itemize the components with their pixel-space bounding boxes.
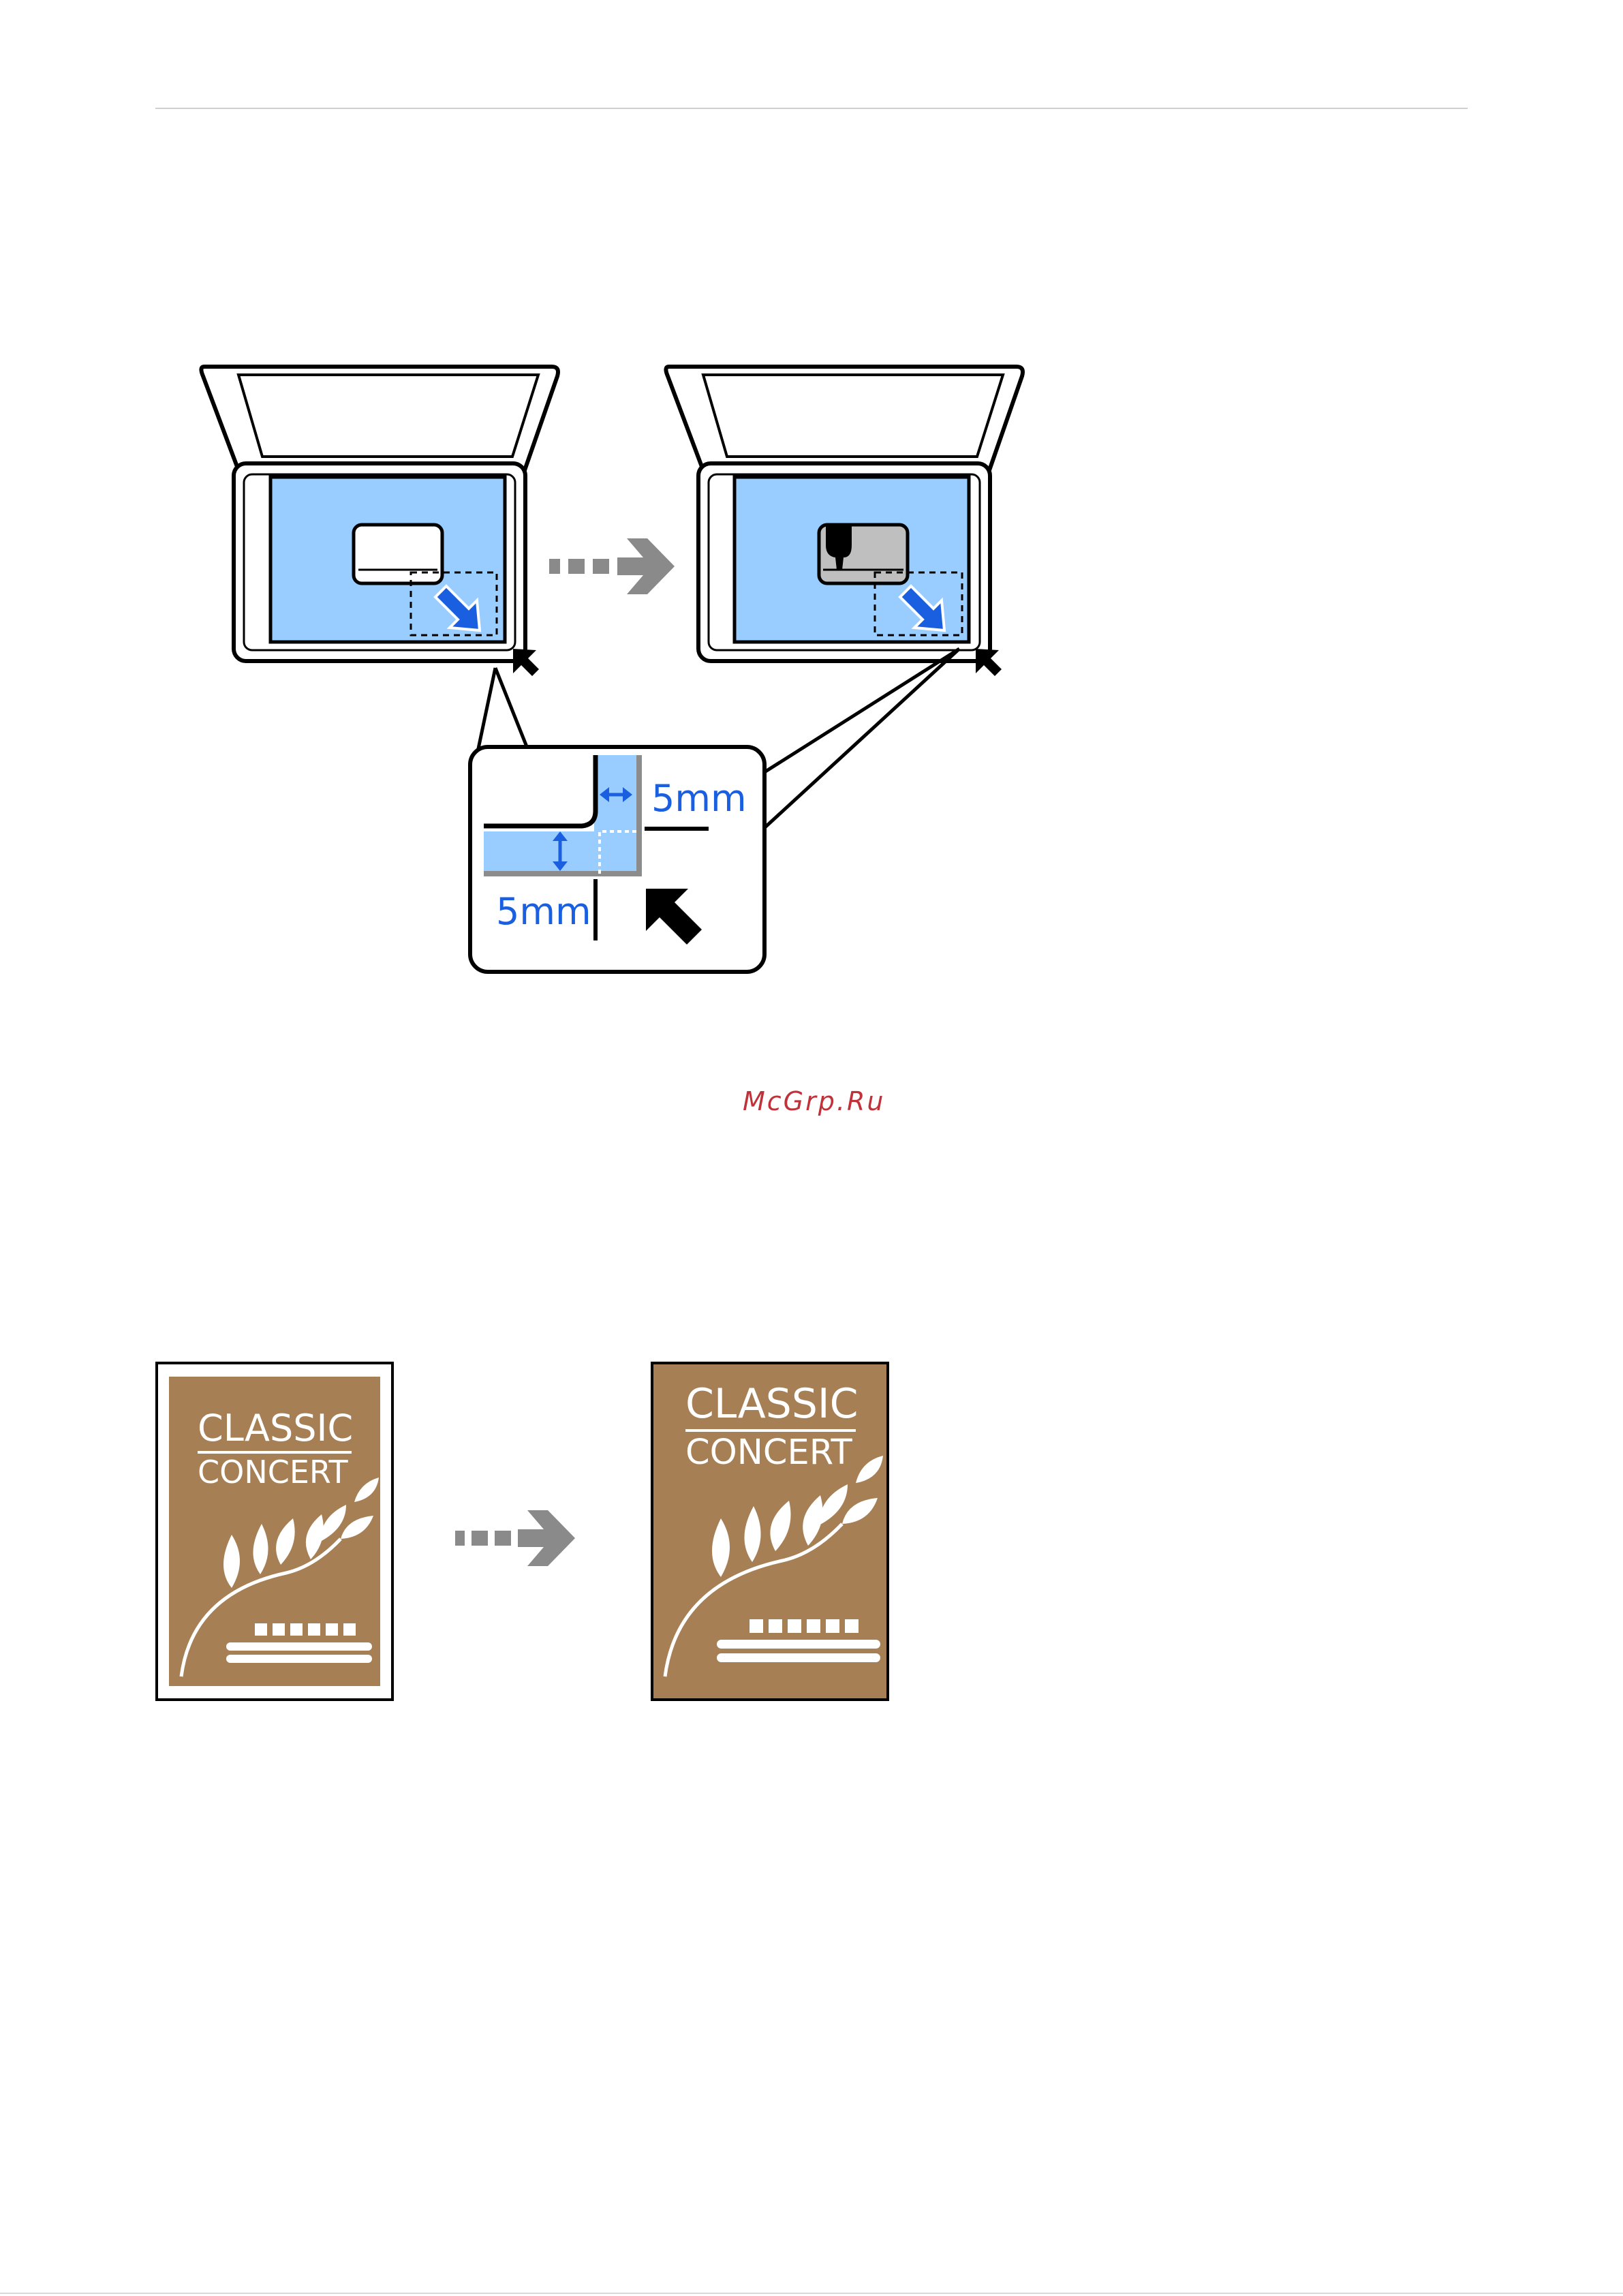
corner-mark-arrow-icon [976, 649, 1002, 676]
margin-label-horizontal: 5mm [651, 777, 747, 820]
dashed-arrow-icon [549, 538, 675, 594]
footer-rule [0, 2293, 1623, 2294]
scanner-right [666, 367, 1023, 676]
id-card-front [354, 525, 442, 583]
scanner-left-lid [201, 367, 558, 470]
poster-title-line2: CONCERT [685, 1433, 852, 1473]
poster-title-line1: CLASSIC [685, 1380, 859, 1428]
poster-title-line2: CONCERT [198, 1454, 349, 1490]
poster-borderless: CLASSIC CONCERT [652, 1363, 888, 1700]
scanner-left [201, 367, 558, 676]
scanner-placement-figure: 5mm 5mm [0, 341, 1623, 995]
margin-label-vertical: 5mm [496, 890, 591, 933]
watermark: McGrp.Ru [743, 1086, 906, 1116]
corner-mark-arrow-icon [513, 649, 539, 676]
header-rule [155, 108, 1468, 109]
dashed-arrow-icon [455, 1510, 575, 1566]
poster-with-border: CLASSIC CONCERT [157, 1363, 392, 1700]
scanner-right-lid [666, 367, 1023, 470]
margin-callout: 5mm 5mm [470, 747, 764, 972]
poster-title-line1: CLASSIC [198, 1407, 353, 1450]
borderless-copy-figure: CLASSIC CONCERT CLASSIC [0, 1356, 1623, 1724]
